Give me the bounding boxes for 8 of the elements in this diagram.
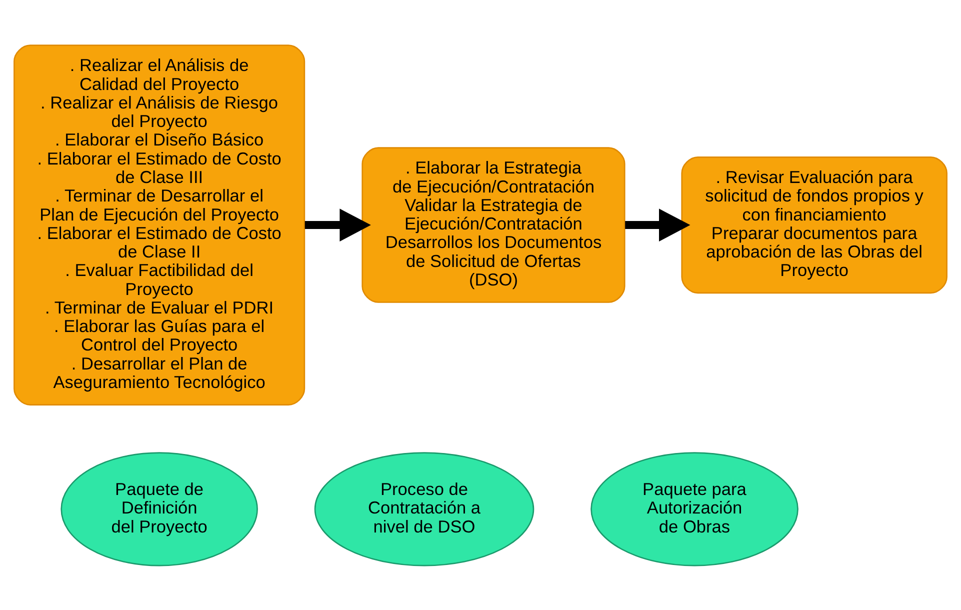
node-ellipse: Paquete de Definición del Proyecto [60,452,258,566]
arrow [304,208,371,241]
node-box: . Revisar Evaluación para solicitud de fondos propios y con financiamiento Preparar documentos para aprobación de las Obras del Proyecto [681,156,948,294]
node-ellipse: Proceso de Contratación a nivel de DSO [314,452,534,566]
arrow [625,208,690,241]
node-ellipse: Paquete para Autorización de Obras [590,452,798,566]
node-box: . Elaborar la Estrategia de Ejecución/Contratación Validar la Estrategia de Ejecución/Contratación Desarrollos los Documentos de Solicitud de Ofertas (DSO) [362,146,626,302]
node-box: . Realizar el Análisis de Calidad del Proyecto . Realizar el Análisis de Riesgo del Proyecto . Elaborar el Diseño Básico . Elaborar el Estimado de Costo de Clase III . Terminar de Desarrollar el Plan de Ejecución del Proyecto . Elaborar el Estimado de Costo de Clase II . Evaluar Factibilidad del Proyecto . Terminar de Evaluar el PDRI . Elaborar las Guías para el Control del Proyecto . Desarrollar el Plan de Aseguramiento Tecnológico [14,44,306,405]
